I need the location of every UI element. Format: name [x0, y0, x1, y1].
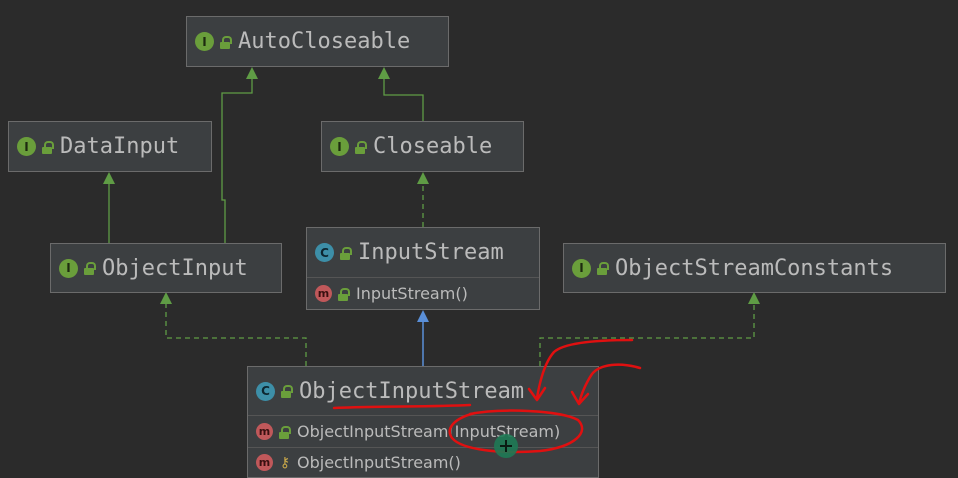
- member-label: ObjectInputStream(): [297, 453, 461, 472]
- node-autocloseable[interactable]: I AutoCloseable: [186, 16, 449, 67]
- node-objectinputstream[interactable]: C ObjectInputStream m ObjectInputStream(…: [247, 366, 599, 478]
- package-private-key-icon: ⚷: [279, 454, 291, 471]
- edge-objectinput-autocloseable: [221, 78, 253, 243]
- method-icon: m: [315, 285, 332, 302]
- node-objectinput[interactable]: I ObjectInput: [50, 243, 282, 293]
- node-title: ObjectStreamConstants: [615, 255, 894, 281]
- node-datainput[interactable]: I DataInput: [8, 121, 212, 172]
- member-row[interactable]: m InputStream(): [307, 277, 539, 309]
- interface-icon: I: [330, 137, 349, 156]
- node-title: ObjectInput: [102, 255, 248, 281]
- edge-ois-objectstreamconstants: [539, 304, 755, 366]
- interface-icon: I: [59, 258, 78, 278]
- method-icon: m: [256, 423, 273, 440]
- arrowhead-objectstreamconstants: [748, 292, 760, 304]
- member-row[interactable]: m ObjectInputStream(InputStream): [248, 415, 598, 447]
- arrowhead-autocloseable-right: [378, 67, 390, 79]
- member-row[interactable]: m ⚷ ObjectInputStream(): [248, 447, 598, 477]
- public-lock-icon: [220, 35, 232, 49]
- method-icon: m: [256, 454, 273, 471]
- node-closeable[interactable]: I Closeable: [321, 121, 524, 172]
- interface-icon: I: [17, 137, 36, 156]
- edge-ois-objectinput: [165, 304, 307, 366]
- public-lock-icon: [42, 140, 54, 154]
- public-lock-icon: [281, 384, 293, 398]
- arrowhead-autocloseable-left: [246, 67, 258, 79]
- edge-closeable-autocloseable: [383, 78, 424, 122]
- public-lock-icon: [338, 287, 350, 301]
- class-icon: C: [256, 381, 275, 401]
- public-lock-icon: [597, 261, 609, 275]
- node-title: DataInput: [60, 134, 180, 159]
- arrowhead-inputstream: [417, 310, 429, 322]
- interface-icon: I: [195, 32, 214, 51]
- node-title: ObjectInputStream: [299, 378, 525, 404]
- public-lock-icon: [355, 140, 367, 154]
- node-title: InputStream: [358, 240, 504, 265]
- node-inputstream[interactable]: C InputStream m InputStream(): [306, 227, 540, 310]
- public-lock-icon: [340, 246, 352, 260]
- public-lock-icon: [84, 261, 96, 275]
- arrowhead-datainput: [103, 172, 115, 184]
- public-lock-icon: [279, 425, 291, 439]
- arrowhead-objectinput: [160, 292, 172, 304]
- member-label: InputStream(): [356, 284, 468, 303]
- class-icon: C: [315, 243, 334, 262]
- interface-icon: I: [572, 258, 591, 278]
- node-title: Closeable: [373, 134, 493, 159]
- node-objectstreamconstants[interactable]: I ObjectStreamConstants: [563, 243, 946, 293]
- member-label: ObjectInputStream(InputStream): [297, 422, 561, 441]
- node-title: AutoCloseable: [238, 29, 411, 54]
- arrowhead-closeable: [417, 172, 429, 184]
